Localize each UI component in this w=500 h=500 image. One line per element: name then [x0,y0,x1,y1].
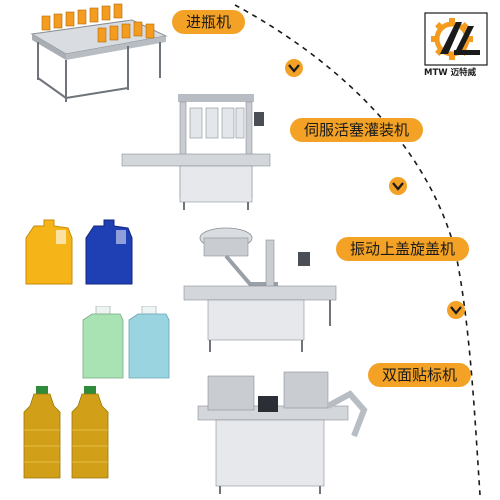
step-label-bottle-feeder: 进瓶机 [172,10,246,34]
chevron-down-icon [446,300,466,324]
gear-logo-icon [424,12,488,66]
piston-filler-machine [118,92,274,216]
chevron-down-icon [388,176,408,200]
labeling-machine [194,366,378,500]
step-label-capping-machine: 振动上盖旋盖机 [336,237,470,261]
square-jug-green [80,305,126,384]
brand-name: MTW [424,68,448,78]
jerry-can-blue [82,218,136,292]
jerry-can-yellow [22,218,76,292]
step-label-piston-filler: 伺服活塞灌装机 [290,118,424,142]
brand-chinese-name: 迈特威 [450,68,477,78]
oil-bottle-left [20,386,64,486]
brand-wordmark: MTW 迈特威 [424,66,494,78]
step-label-labeling-machine: 双面贴标机 [368,363,472,387]
chevron-down-icon [284,58,304,82]
square-jug-blue [126,305,172,384]
capping-machine [180,222,340,358]
brand-logo: MTW 迈特威 [424,12,488,80]
oil-bottle-right [68,386,112,486]
bottle-feeder-machine [28,2,168,108]
